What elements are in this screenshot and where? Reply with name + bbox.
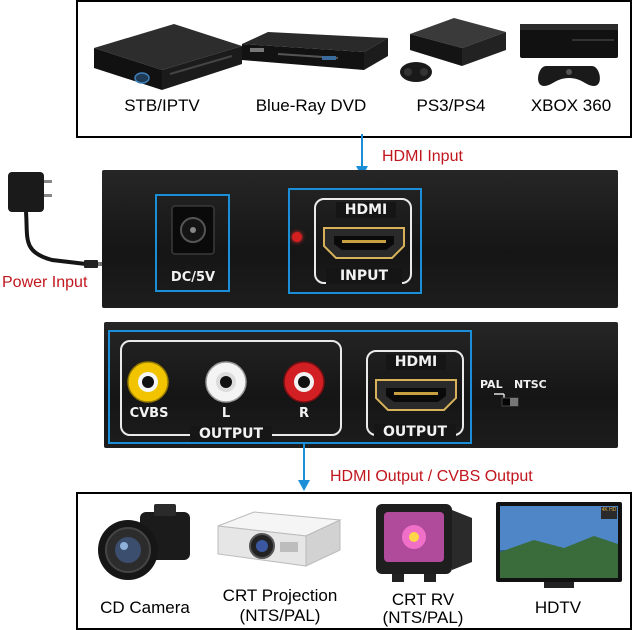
dest-label-hdtv: HDTV — [534, 598, 582, 617]
bluray-player-icon — [242, 32, 388, 70]
dc-power-highlight — [155, 194, 230, 292]
dest-label-crt-tv-standard: (NTS/PAL) — [382, 608, 464, 627]
xbox-console-icon — [520, 24, 618, 86]
hdmi-input-highlight — [288, 188, 422, 294]
pal-label: PAL — [480, 378, 503, 391]
hdmi-input-logo: HDMI — [336, 202, 396, 218]
source-label-bluray: Blue-Ray DVD — [255, 96, 367, 115]
hdmi-input-label: HDMI Input — [382, 148, 463, 165]
audio-right-label: R — [298, 406, 309, 421]
hdmi-port-icon — [323, 227, 405, 259]
hdmi-output-logo: HDMI — [386, 354, 446, 370]
hdmi-input-port-label: INPUT — [326, 268, 402, 284]
rca-output-highlight — [108, 330, 472, 444]
audio-right-jack-icon — [283, 361, 325, 403]
dest-label-projector-standard: (NTS/PAL) — [239, 606, 321, 625]
dc-jack-icon — [171, 205, 215, 255]
set-top-box-icon — [94, 24, 242, 90]
ntsc-label: NTSC — [514, 378, 547, 391]
crt-tv-icon — [376, 504, 472, 582]
dest-label-projector: CRT Projection — [222, 586, 338, 605]
power-adapter-icon — [8, 172, 106, 268]
dest-label-crt-tv: CRT RV — [391, 590, 455, 609]
audio-left-jack-icon — [205, 361, 247, 403]
projector-icon — [217, 511, 342, 567]
dest-label-camera: CD Camera — [100, 598, 190, 617]
status-led — [292, 232, 302, 242]
power-input-label: Power Input — [2, 274, 88, 291]
dc-label: DC/5V — [170, 270, 216, 285]
rca-output-label: OUTPUT — [190, 426, 272, 442]
cvbs-label: CVBS — [129, 406, 169, 421]
audio-left-label: L — [221, 406, 231, 421]
hdmi-output-port-label: OUTPUT — [374, 424, 456, 440]
hdmi-cvbs-output-label: HDMI Output / CVBS Output — [330, 468, 533, 485]
hdtv-4k-badge: 4K HD — [601, 507, 617, 513]
source-label-stb: STB/IPTV — [124, 96, 200, 115]
cvbs-jack-icon — [127, 361, 169, 403]
hdtv-icon — [496, 502, 622, 588]
source-label-playstation: PS3/PS4 — [416, 96, 486, 115]
output-arrow — [298, 444, 310, 491]
source-label-xbox: XBOX 360 — [530, 96, 612, 115]
back-panel — [104, 322, 618, 448]
hdmi-output-port-icon — [375, 379, 457, 411]
pal-ntsc-switch[interactable] — [494, 392, 524, 408]
playstation-console-icon — [400, 18, 506, 82]
camera-icon — [98, 504, 190, 580]
